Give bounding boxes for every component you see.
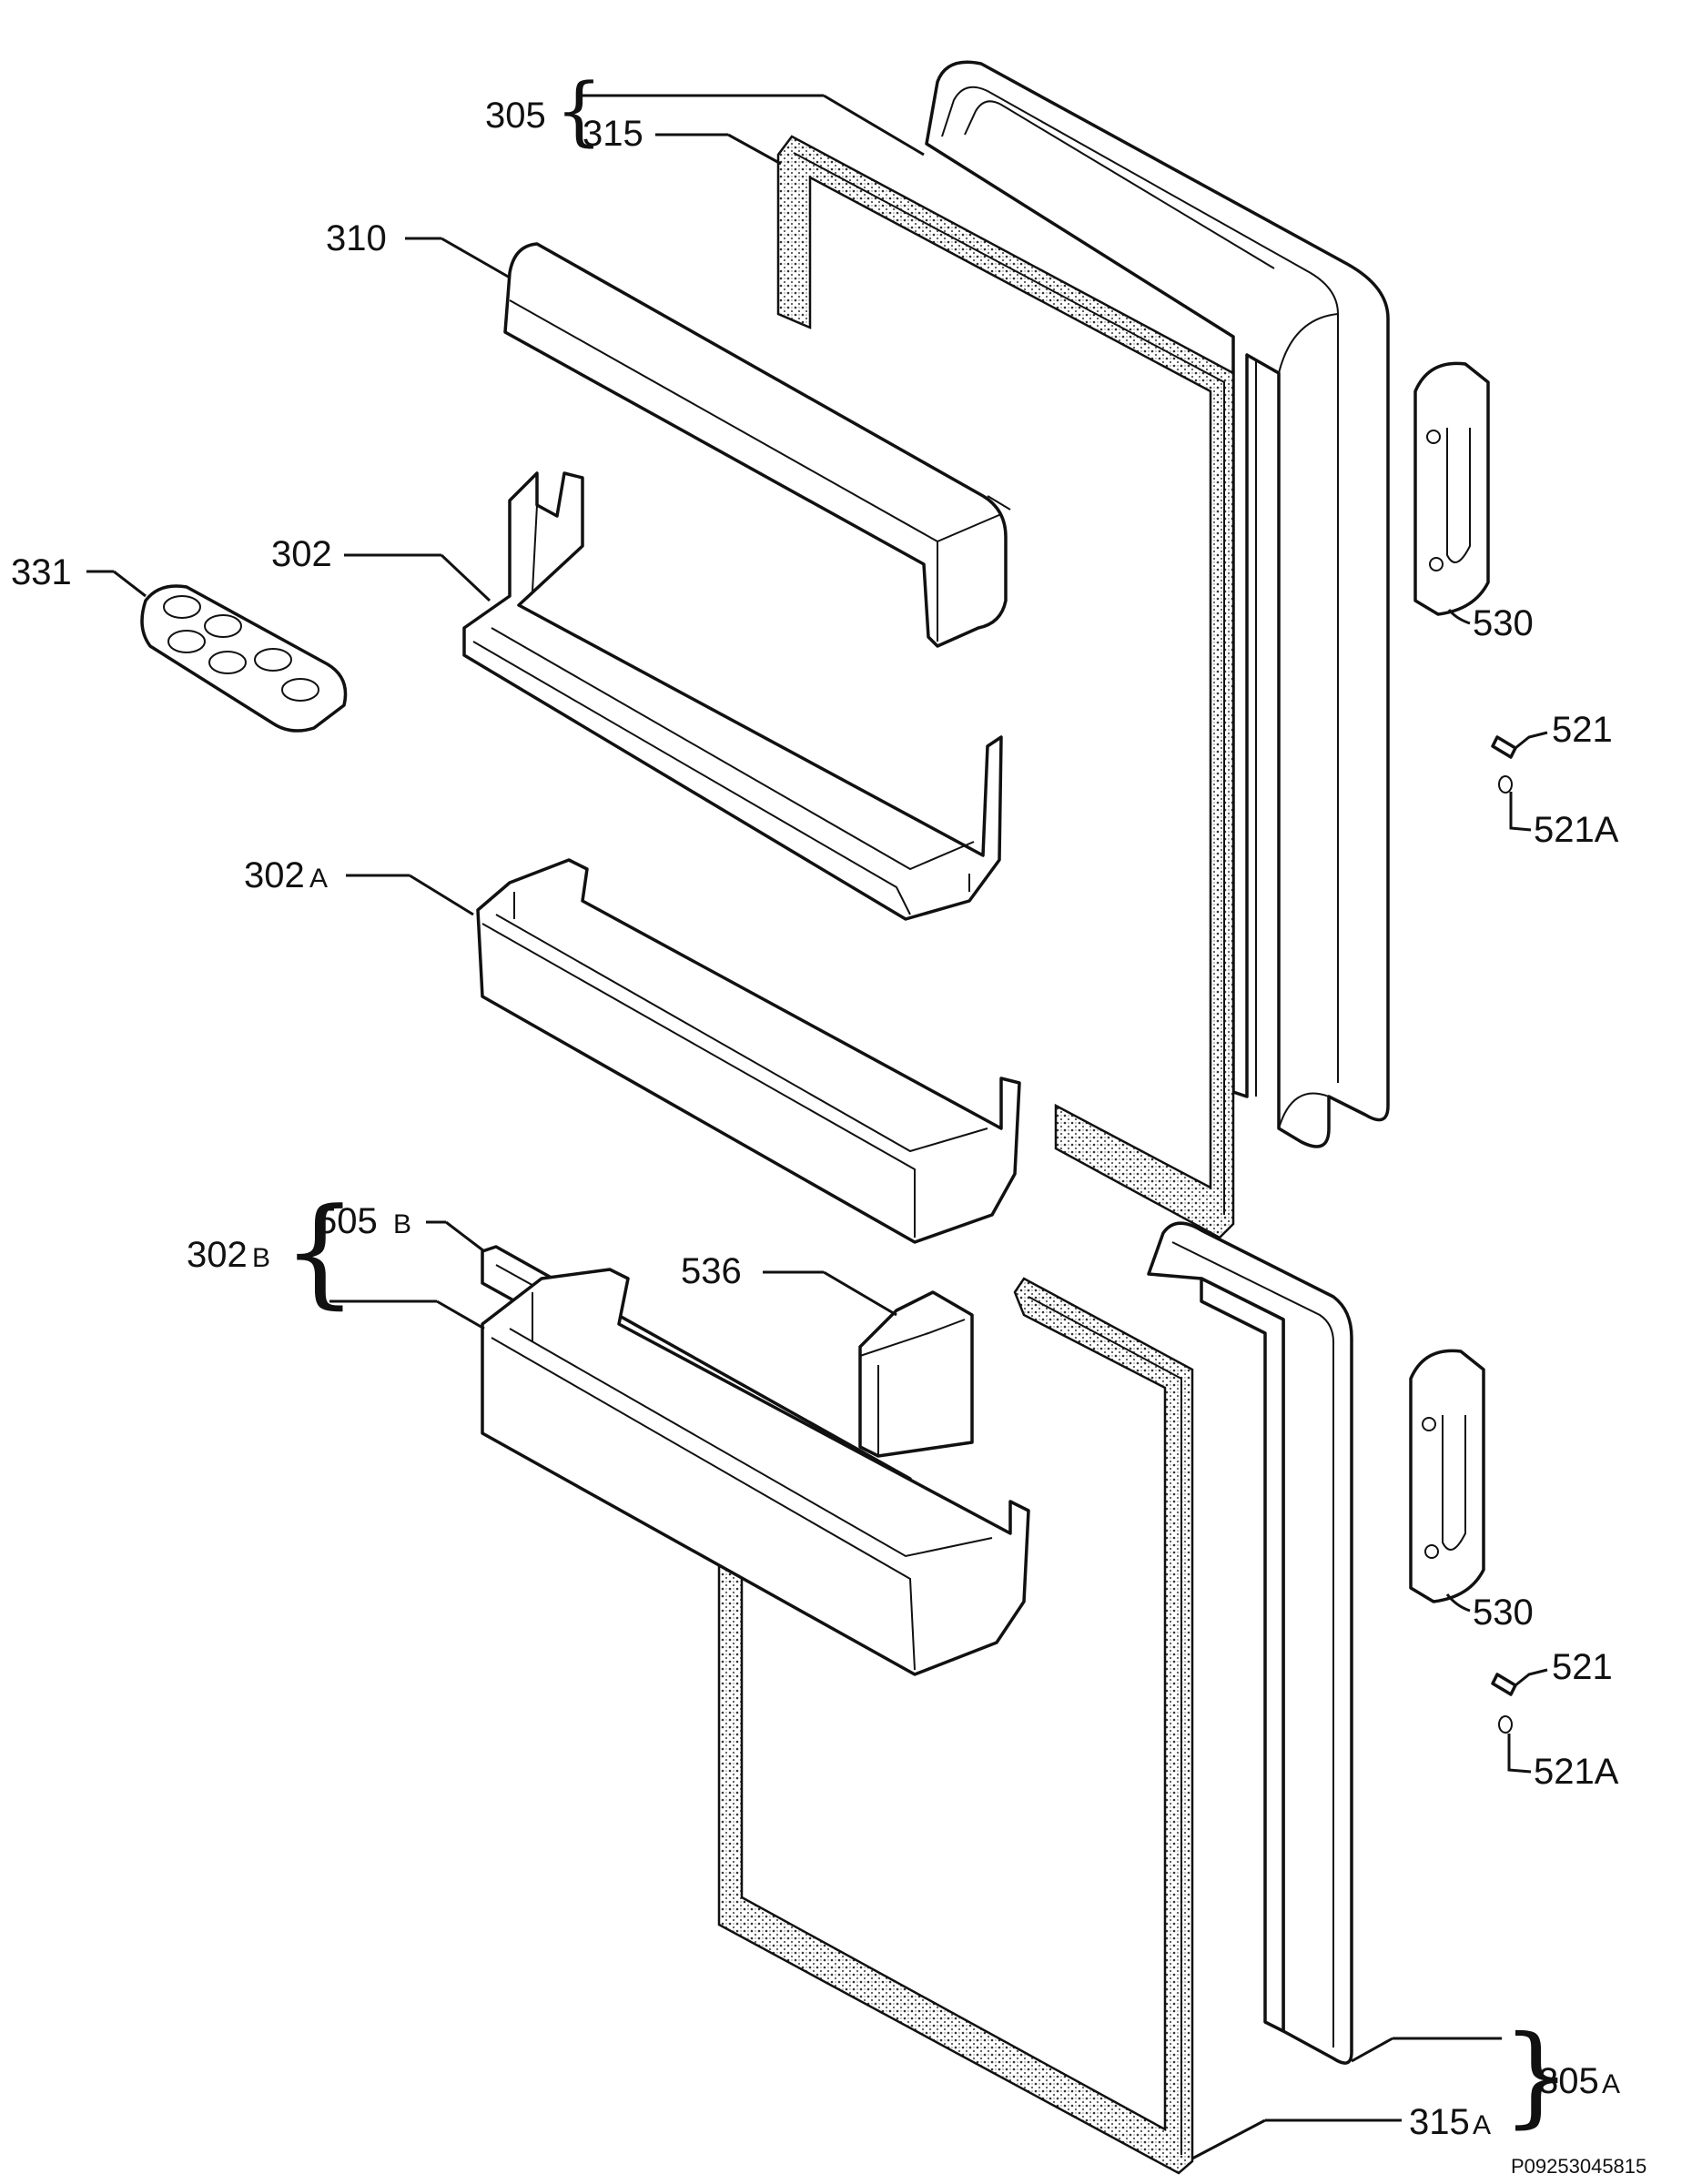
label-315: 315: [583, 114, 643, 154]
leader-lines: [86, 94, 1548, 2160]
label-302a: 302: [244, 855, 305, 895]
label-305a-suffix: A: [1602, 2069, 1620, 2099]
label-315a: 315: [1409, 2102, 1470, 2142]
label-305a: 305: [1538, 2061, 1599, 2101]
label-302b-suffix: B: [252, 1243, 270, 1273]
handle-530-top: [1413, 361, 1490, 616]
label-536: 536: [681, 1251, 742, 1291]
brace-305a: }: [1502, 2013, 1571, 2139]
upper-door-305: [925, 60, 1390, 1148]
egg-tray-331: [140, 584, 348, 733]
handle-530-bottom: [1409, 1349, 1485, 1603]
label-530-bottom: 530: [1473, 1592, 1534, 1633]
door-shelf-302: [462, 471, 1003, 921]
label-302b: 302: [187, 1235, 248, 1275]
label-331: 331: [11, 552, 72, 592]
door-shelf-302a: [476, 858, 1021, 1244]
label-305: 305: [485, 96, 546, 136]
label-521-top: 521: [1552, 710, 1613, 750]
screw-521-top: [1491, 735, 1517, 759]
document-code: P09253045815: [1511, 2155, 1646, 2178]
washer-521a-top: [1498, 775, 1513, 794]
dairy-compartment-310: [503, 242, 1011, 648]
door-shelf-302b: [481, 1268, 1030, 1676]
label-310: 310: [326, 218, 387, 258]
label-302: 302: [271, 534, 332, 574]
label-302a-suffix: A: [309, 864, 328, 894]
label-521a-top: 521A: [1534, 810, 1619, 850]
upper-gasket-315: [776, 135, 1235, 1239]
label-505b: 505: [317, 1201, 378, 1241]
label-505b-suffix: B: [393, 1209, 411, 1239]
label-530-top: 530: [1473, 603, 1534, 643]
brace-305: {: [555, 68, 603, 155]
washer-521a-bottom: [1498, 1715, 1513, 1734]
bottle-holder-536: [858, 1290, 974, 1458]
label-315a-suffix: A: [1473, 2110, 1491, 2140]
brace-302b: {: [282, 1182, 358, 1320]
label-521a-bottom: 521A: [1534, 1752, 1619, 1792]
lower-door-305a: [1147, 1221, 1353, 2065]
screw-521-bottom: [1491, 1673, 1517, 1696]
label-521-bottom: 521: [1552, 1647, 1613, 1687]
